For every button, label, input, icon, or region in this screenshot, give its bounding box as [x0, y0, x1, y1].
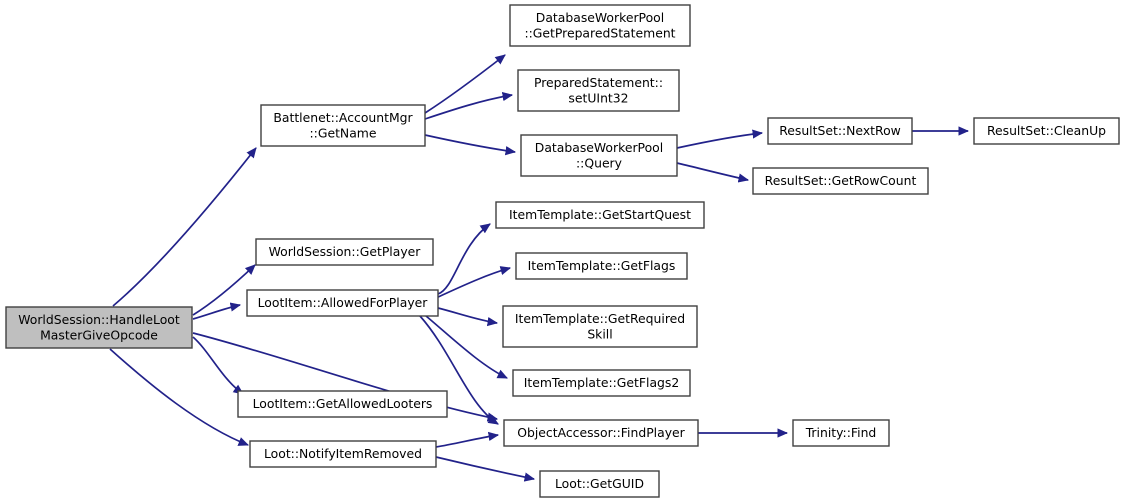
node-box-nextrow[interactable] — [767, 117, 913, 145]
node-box-getguid[interactable] — [539, 470, 660, 498]
call-edge-notifyitemremoved-to-findplayer — [435, 431, 500, 448]
edge-layer — [109, 54, 970, 482]
call-edge-allowedforplayer-to-getflags2 — [425, 315, 508, 379]
node-box-findplayer[interactable] — [503, 419, 699, 447]
node-getrowcount[interactable]: ResultSet::GetRowCount — [752, 167, 929, 195]
node-getflags2[interactable]: ItemTemplate::GetFlags2 — [512, 369, 691, 397]
node-label-query: DatabaseWorkerPool::Query — [535, 139, 663, 170]
node-box-getplayer[interactable] — [255, 238, 434, 266]
node-getallowedlooters[interactable]: LootItem::GetAllowedLooters — [237, 390, 448, 418]
node-label-trinityfind: Trinity::Find — [805, 425, 877, 440]
node-label-getflags: ItemTemplate::GetFlags — [528, 258, 676, 273]
node-box-getrowcount[interactable] — [752, 167, 929, 195]
node-accountmgr[interactable]: Battlenet::AccountMgr::GetName — [260, 104, 426, 147]
node-label-cleanup: ResultSet::CleanUp — [987, 123, 1106, 138]
call-edge-allowedforplayer-to-getflags — [437, 266, 512, 298]
node-box-getstartquest[interactable] — [495, 201, 705, 229]
node-label-nextrow: ResultSet::NextRow — [779, 123, 901, 138]
node-getstartquest[interactable]: ItemTemplate::GetStartQuest — [495, 201, 705, 229]
call-edge-root-to-allowedforplayer — [192, 302, 242, 320]
call-edge-allowedforplayer-to-findplayer — [419, 315, 499, 425]
call-edge-accountmgr-to-setuint32 — [424, 91, 514, 120]
node-label-findplayer: ObjectAccessor::FindPlayer — [517, 425, 685, 440]
node-getpreparedstatement[interactable]: DatabaseWorkerPool::GetPreparedStatement — [509, 4, 691, 47]
call-edge-query-to-nextrow — [676, 129, 764, 149]
node-label-getplayer: WorldSession::GetPlayer — [269, 244, 422, 259]
call-edge-root-to-accountmgr — [112, 147, 257, 307]
node-query[interactable]: DatabaseWorkerPool::Query — [520, 134, 678, 177]
node-box-cleanup[interactable] — [973, 117, 1120, 145]
node-trinityfind[interactable]: Trinity::Find — [792, 419, 890, 447]
call-edge-accountmgr-to-query — [424, 134, 517, 156]
node-getguid[interactable]: Loot::GetGUID — [539, 470, 660, 498]
node-box-query[interactable] — [520, 134, 678, 177]
node-label-setuint32: PreparedStatement::setUInt32 — [534, 74, 663, 105]
node-getplayer[interactable]: WorldSession::GetPlayer — [255, 238, 434, 266]
node-box-getallowedlooters[interactable] — [237, 390, 448, 418]
node-label-getallowedlooters: LootItem::GetAllowedLooters — [253, 396, 433, 411]
node-box-root[interactable] — [5, 306, 193, 349]
node-box-getpreparedstatement[interactable] — [509, 4, 691, 47]
call-edge-notifyitemremoved-to-getguid — [435, 456, 536, 482]
node-label-getguid: Loot::GetGUID — [555, 476, 644, 491]
node-label-notifyitemremoved: Loot::NotifyItemRemoved — [264, 446, 422, 461]
node-label-getpreparedstatement: DatabaseWorkerPool::GetPreparedStatement — [524, 9, 675, 40]
node-label-getrowcount: ResultSet::GetRowCount — [765, 173, 917, 188]
node-label-accountmgr: Battlenet::AccountMgr::GetName — [273, 109, 413, 140]
node-cleanup[interactable]: ResultSet::CleanUp — [973, 117, 1120, 145]
call-edge-allowedforplayer-to-getstartquest — [437, 223, 491, 295]
node-findplayer[interactable]: ObjectAccessor::FindPlayer — [503, 419, 699, 447]
call-edge-allowedforplayer-to-getrequiredskill — [437, 307, 499, 327]
node-label-getstartquest: ItemTemplate::GetStartQuest — [509, 207, 691, 222]
call-edge-accountmgr-to-getpreparedstatement — [424, 54, 506, 114]
node-box-accountmgr[interactable] — [260, 104, 426, 147]
node-box-getrequiredskill[interactable] — [502, 305, 698, 348]
node-label-allowedforplayer: LootItem::AllowedForPlayer — [258, 295, 429, 310]
node-label-getflags2: ItemTemplate::GetFlags2 — [524, 375, 680, 390]
call-edge-query-to-getrowcount — [676, 162, 750, 183]
call-edge-root-to-getallowedlooters — [192, 336, 244, 395]
node-setuint32[interactable]: PreparedStatement::setUInt32 — [517, 69, 680, 112]
node-nextrow[interactable]: ResultSet::NextRow — [767, 117, 913, 145]
node-box-setuint32[interactable] — [517, 69, 680, 112]
node-allowedforplayer[interactable]: LootItem::AllowedForPlayer — [246, 289, 439, 317]
call-edge-root-to-findplayer — [192, 332, 499, 422]
node-box-trinityfind[interactable] — [792, 419, 890, 447]
node-box-getflags[interactable] — [515, 252, 688, 280]
node-box-allowedforplayer[interactable] — [246, 289, 439, 317]
node-box-getflags2[interactable] — [512, 369, 691, 397]
call-edge-root-to-getplayer — [192, 264, 256, 316]
node-box-notifyitemremoved[interactable] — [249, 440, 437, 468]
node-getflags[interactable]: ItemTemplate::GetFlags — [515, 252, 688, 280]
call-edge-root-to-notifyitemremoved — [109, 348, 249, 446]
node-notifyitemremoved[interactable]: Loot::NotifyItemRemoved — [249, 440, 437, 468]
